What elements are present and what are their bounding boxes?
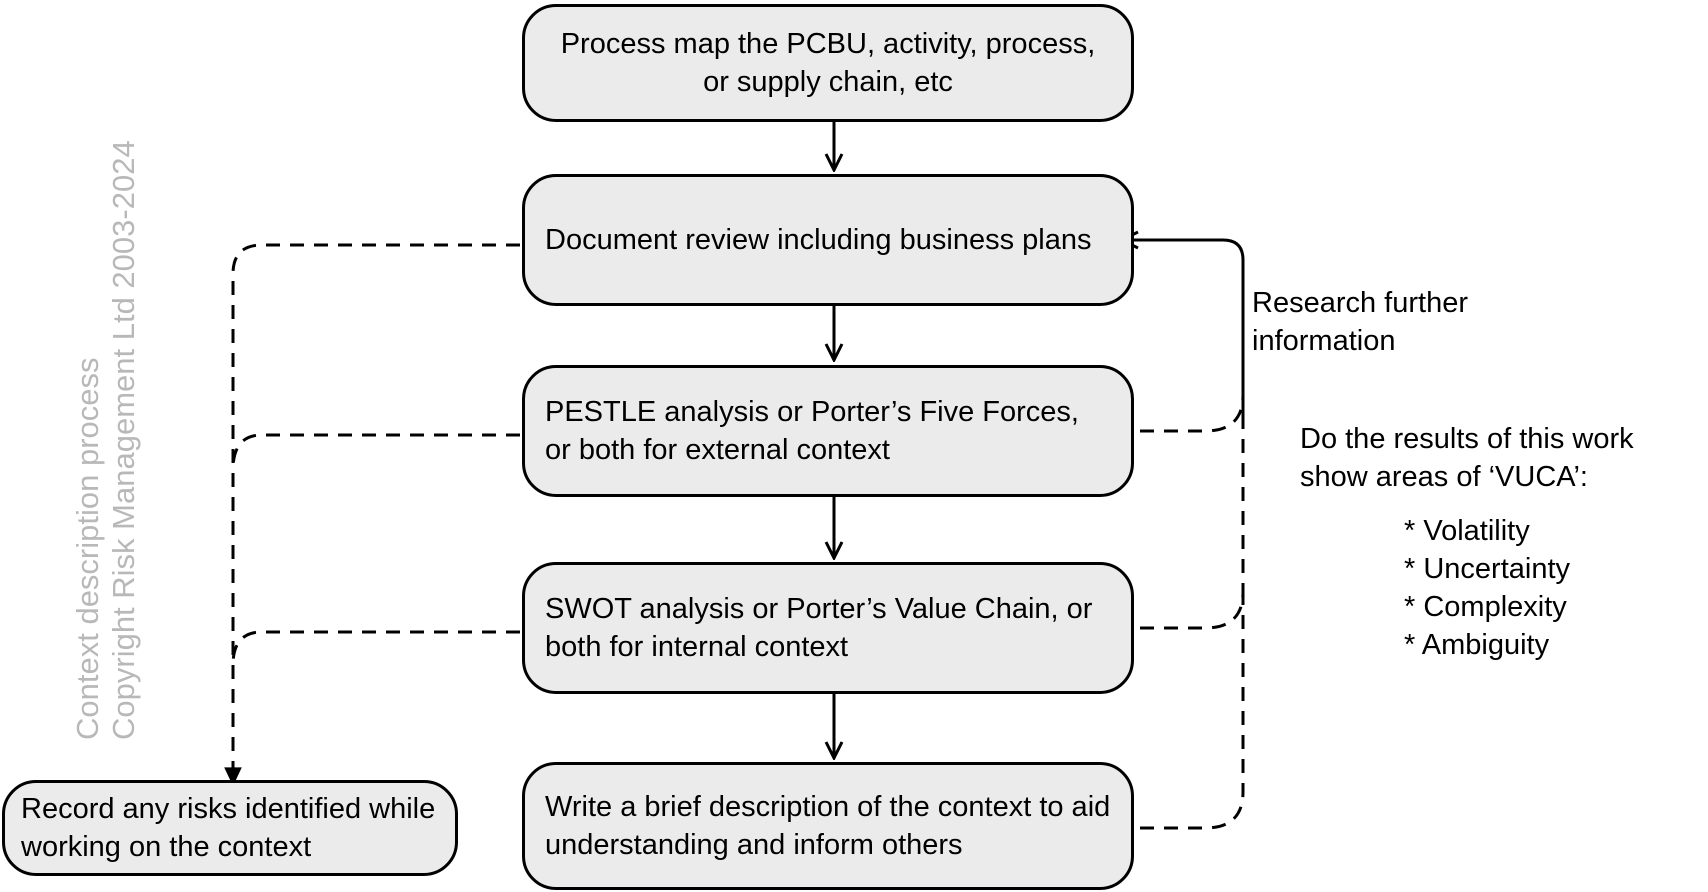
- dashed-feed-pestle: [231, 433, 520, 471]
- research-further-label: Research further information: [1252, 284, 1512, 360]
- swot-box: SWOT analysis or Porter’s Value Chain, o…: [522, 562, 1134, 694]
- dashed-feed-swot: [231, 630, 520, 666]
- research-further-text: Research further information: [1252, 287, 1468, 357]
- vuca-item-ambiguity: * Ambiguity: [1404, 629, 1550, 661]
- vuca-item-uncertainty: * Uncertainty: [1404, 553, 1571, 585]
- copyright-watermark: Context description process Copyright Ri…: [70, 140, 142, 740]
- watermark-title: Context description process: [70, 357, 105, 740]
- swot-text: SWOT analysis or Porter’s Value Chain, o…: [545, 593, 1093, 663]
- record-risks-box: Record any risks identified while workin…: [2, 780, 458, 876]
- dashed-feed-review: [224, 243, 520, 787]
- vuca-list: * Volatility * Uncertainty * Complexity …: [1404, 512, 1570, 664]
- dashed-return-pestle: [1116, 394, 1245, 433]
- vuca-question: Do the results of this work show areas o…: [1300, 420, 1700, 496]
- feedback-arrow-research: [1122, 240, 1245, 420]
- vuca-item-complexity: * Complexity: [1404, 591, 1567, 623]
- vuca-item-volatility: * Volatility: [1404, 515, 1530, 547]
- process-map-box: Process map the PCBU, activity, process,…: [522, 4, 1134, 122]
- write-description-text: Write a brief description of the context…: [545, 791, 1111, 861]
- vuca-question-text: Do the results of this work show areas o…: [1300, 423, 1634, 493]
- pestle-text: PESTLE analysis or Porter’s Five Forces,…: [545, 396, 1079, 466]
- record-risks-text: Record any risks identified while workin…: [21, 793, 436, 863]
- watermark-copyright: Copyright Risk Management Ltd 2003-2024: [106, 140, 141, 740]
- dashed-return-write: [1116, 592, 1245, 830]
- pestle-box: PESTLE analysis or Porter’s Five Forces,…: [522, 365, 1134, 497]
- document-review-text: Document review including business plans: [545, 224, 1092, 256]
- dashed-return-swot: [1116, 420, 1245, 630]
- process-map-text: Process map the PCBU, activity, process,…: [560, 28, 1096, 98]
- document-review-box: Document review including business plans: [522, 174, 1134, 306]
- write-description-box: Write a brief description of the context…: [522, 762, 1134, 890]
